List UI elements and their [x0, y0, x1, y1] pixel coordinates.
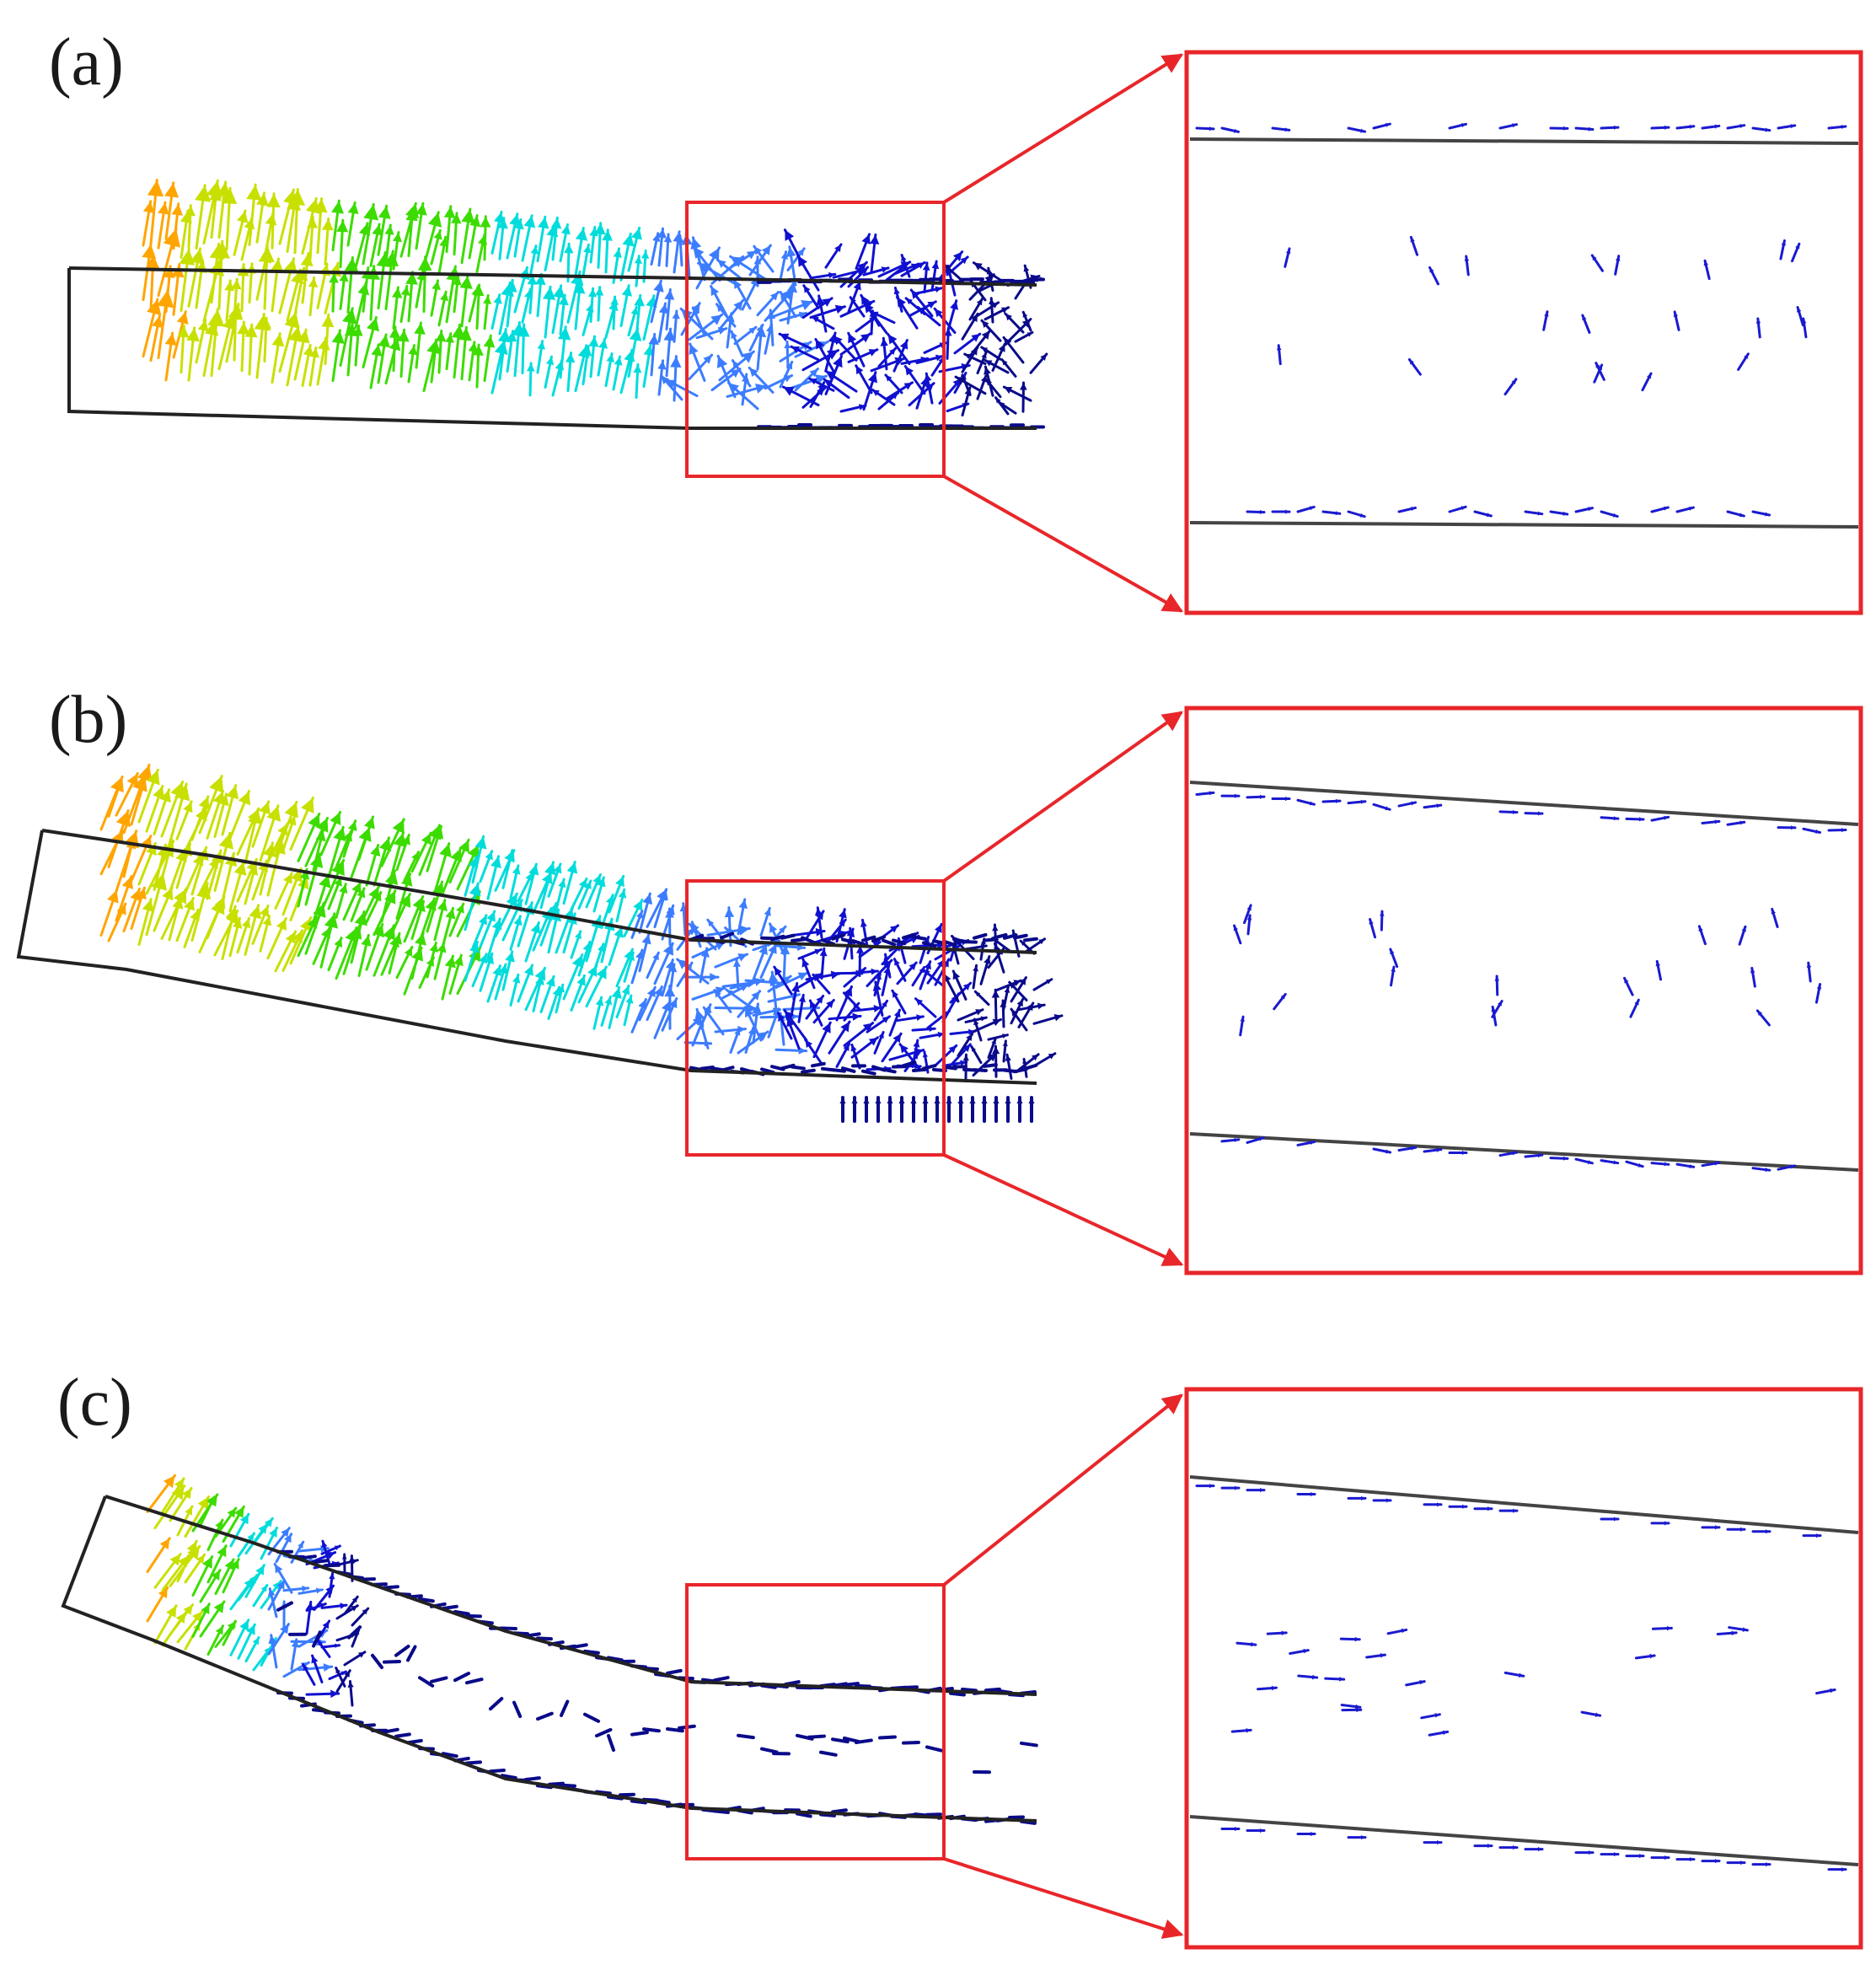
beam-outline-a — [67, 266, 1037, 430]
vector-field-b — [99, 763, 1064, 1123]
zoom-inset-a — [1184, 50, 1863, 615]
zoom-region-b — [685, 879, 946, 1157]
zoom-connector-top-b — [942, 711, 1183, 883]
panel-label-b: (b) — [49, 683, 127, 757]
vector-field-a — [142, 179, 1048, 430]
inset-vectors-c — [1195, 1484, 1847, 1872]
zoom-inset-b — [1184, 706, 1863, 1275]
zoom-inset-c — [1184, 1387, 1863, 1950]
panel-label-c: (c) — [57, 1366, 132, 1440]
beam-outline-c — [61, 1495, 1037, 1823]
zoom-connector-bottom-b — [943, 1153, 1184, 1266]
zoom-connector-bottom-c — [943, 1857, 1184, 1939]
panel-b: (b) — [16, 683, 1863, 1275]
panel-a: (a) — [49, 25, 1863, 615]
vector-field-c — [146, 1474, 1038, 1825]
inset-vectors-b — [1195, 791, 1847, 1173]
zoom-region-c — [685, 1583, 946, 1860]
panel-c: (c) — [57, 1366, 1863, 1950]
zoom-connector-top-a — [942, 53, 1184, 204]
beam-outline-b — [16, 829, 1037, 1085]
inset-vectors-a — [1195, 122, 1847, 518]
zoom-connector-top-c — [942, 1393, 1183, 1586]
zoom-connector-bottom-a — [943, 475, 1184, 613]
panel-label-a: (a) — [49, 25, 124, 99]
zoom-region-a — [685, 201, 946, 478]
